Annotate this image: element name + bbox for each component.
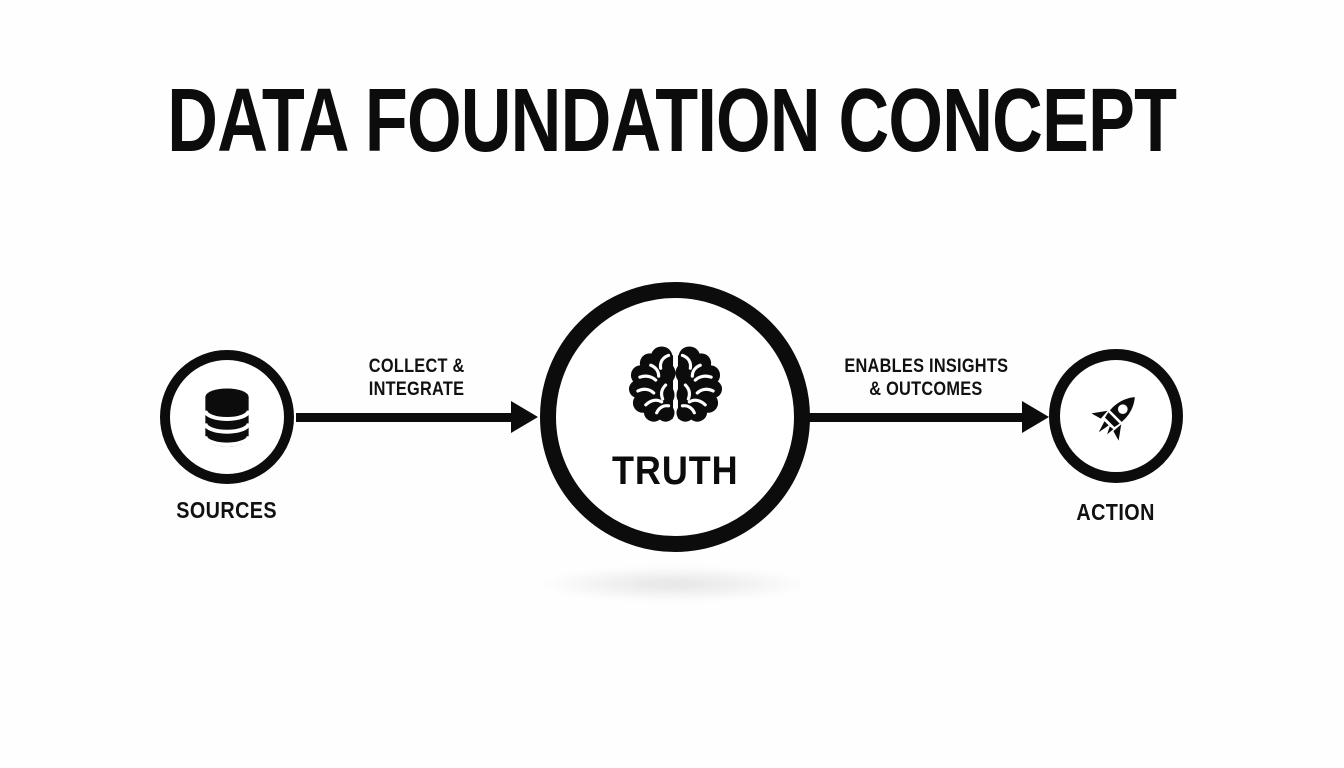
floor-shadow: [543, 567, 807, 601]
arrow-collect-label-line1: COLLECT &: [369, 356, 465, 377]
action-label: ACTION: [1076, 499, 1156, 525]
arrow-insights-label: ENABLES INSIGHTS & OUTCOMES: [814, 355, 1038, 401]
arrow-insights-line: [801, 413, 1023, 422]
page-title: DATA FOUNDATION CONCEPT: [0, 76, 1344, 166]
page-title-text: DATA FOUNDATION CONCEPT: [167, 71, 1178, 171]
sources-node: [160, 350, 294, 484]
arrow-insights-head-icon: [1022, 401, 1049, 433]
brain-icon: [626, 344, 724, 424]
truth-node: TRUTH: [540, 282, 810, 552]
arrow-collect-label-line2: INTEGRATE: [369, 379, 465, 400]
arrow-insights-label-line2: & OUTCOMES: [869, 379, 983, 400]
database-icon: [203, 387, 251, 447]
sources-label: SOURCES: [176, 497, 278, 523]
truth-label: TRUTH: [611, 449, 739, 493]
arrow-insights-label-line1: ENABLES INSIGHTS: [844, 356, 1008, 377]
arrow-collect-label: COLLECT & INTEGRATE: [317, 355, 517, 401]
rocket-icon: [1091, 397, 1135, 441]
action-node: [1049, 349, 1183, 483]
arrow-collect-head-icon: [511, 401, 538, 433]
arrow-collect-line: [296, 413, 512, 422]
